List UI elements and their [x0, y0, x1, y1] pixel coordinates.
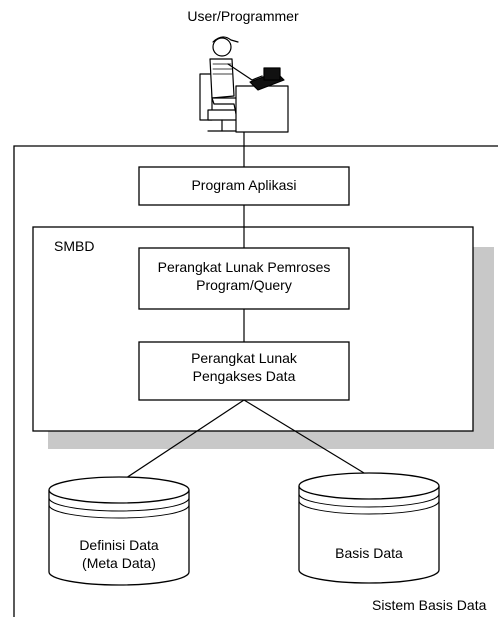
- pengakses-label-line1: Perangkat Lunak: [191, 350, 297, 366]
- definisi-data-label-line1: Definisi Data: [79, 537, 159, 553]
- user-programmer-label: User/Programmer: [187, 8, 299, 24]
- program-aplikasi-label: Program Aplikasi: [191, 177, 297, 193]
- pengakses-box: [138, 341, 350, 401]
- sistem-basis-data-label: Sistem Basis Data: [372, 597, 487, 613]
- basis-data-label: Basis Data: [335, 545, 403, 561]
- connector-to-definisi: [119, 399, 245, 483]
- connector-to-basis: [243, 399, 370, 477]
- pemroses-label-line1: Perangkat Lunak Pemroses: [157, 259, 331, 275]
- pemroses-box: [138, 247, 350, 310]
- database-cylinder-icon: [48, 476, 190, 586]
- smbd-label: SMBD: [54, 238, 95, 254]
- pengakses-label-line2: Pengakses Data: [192, 368, 296, 384]
- pemroses-label-line2: Program/Query: [196, 277, 292, 293]
- definisi-data-label-line2: (Meta Data): [82, 555, 156, 571]
- system-boundary: [13, 145, 498, 617]
- program-aplikasi-box: [138, 166, 350, 206]
- person-at-computer-icon: [199, 36, 289, 133]
- database-cylinder-icon: [298, 472, 440, 584]
